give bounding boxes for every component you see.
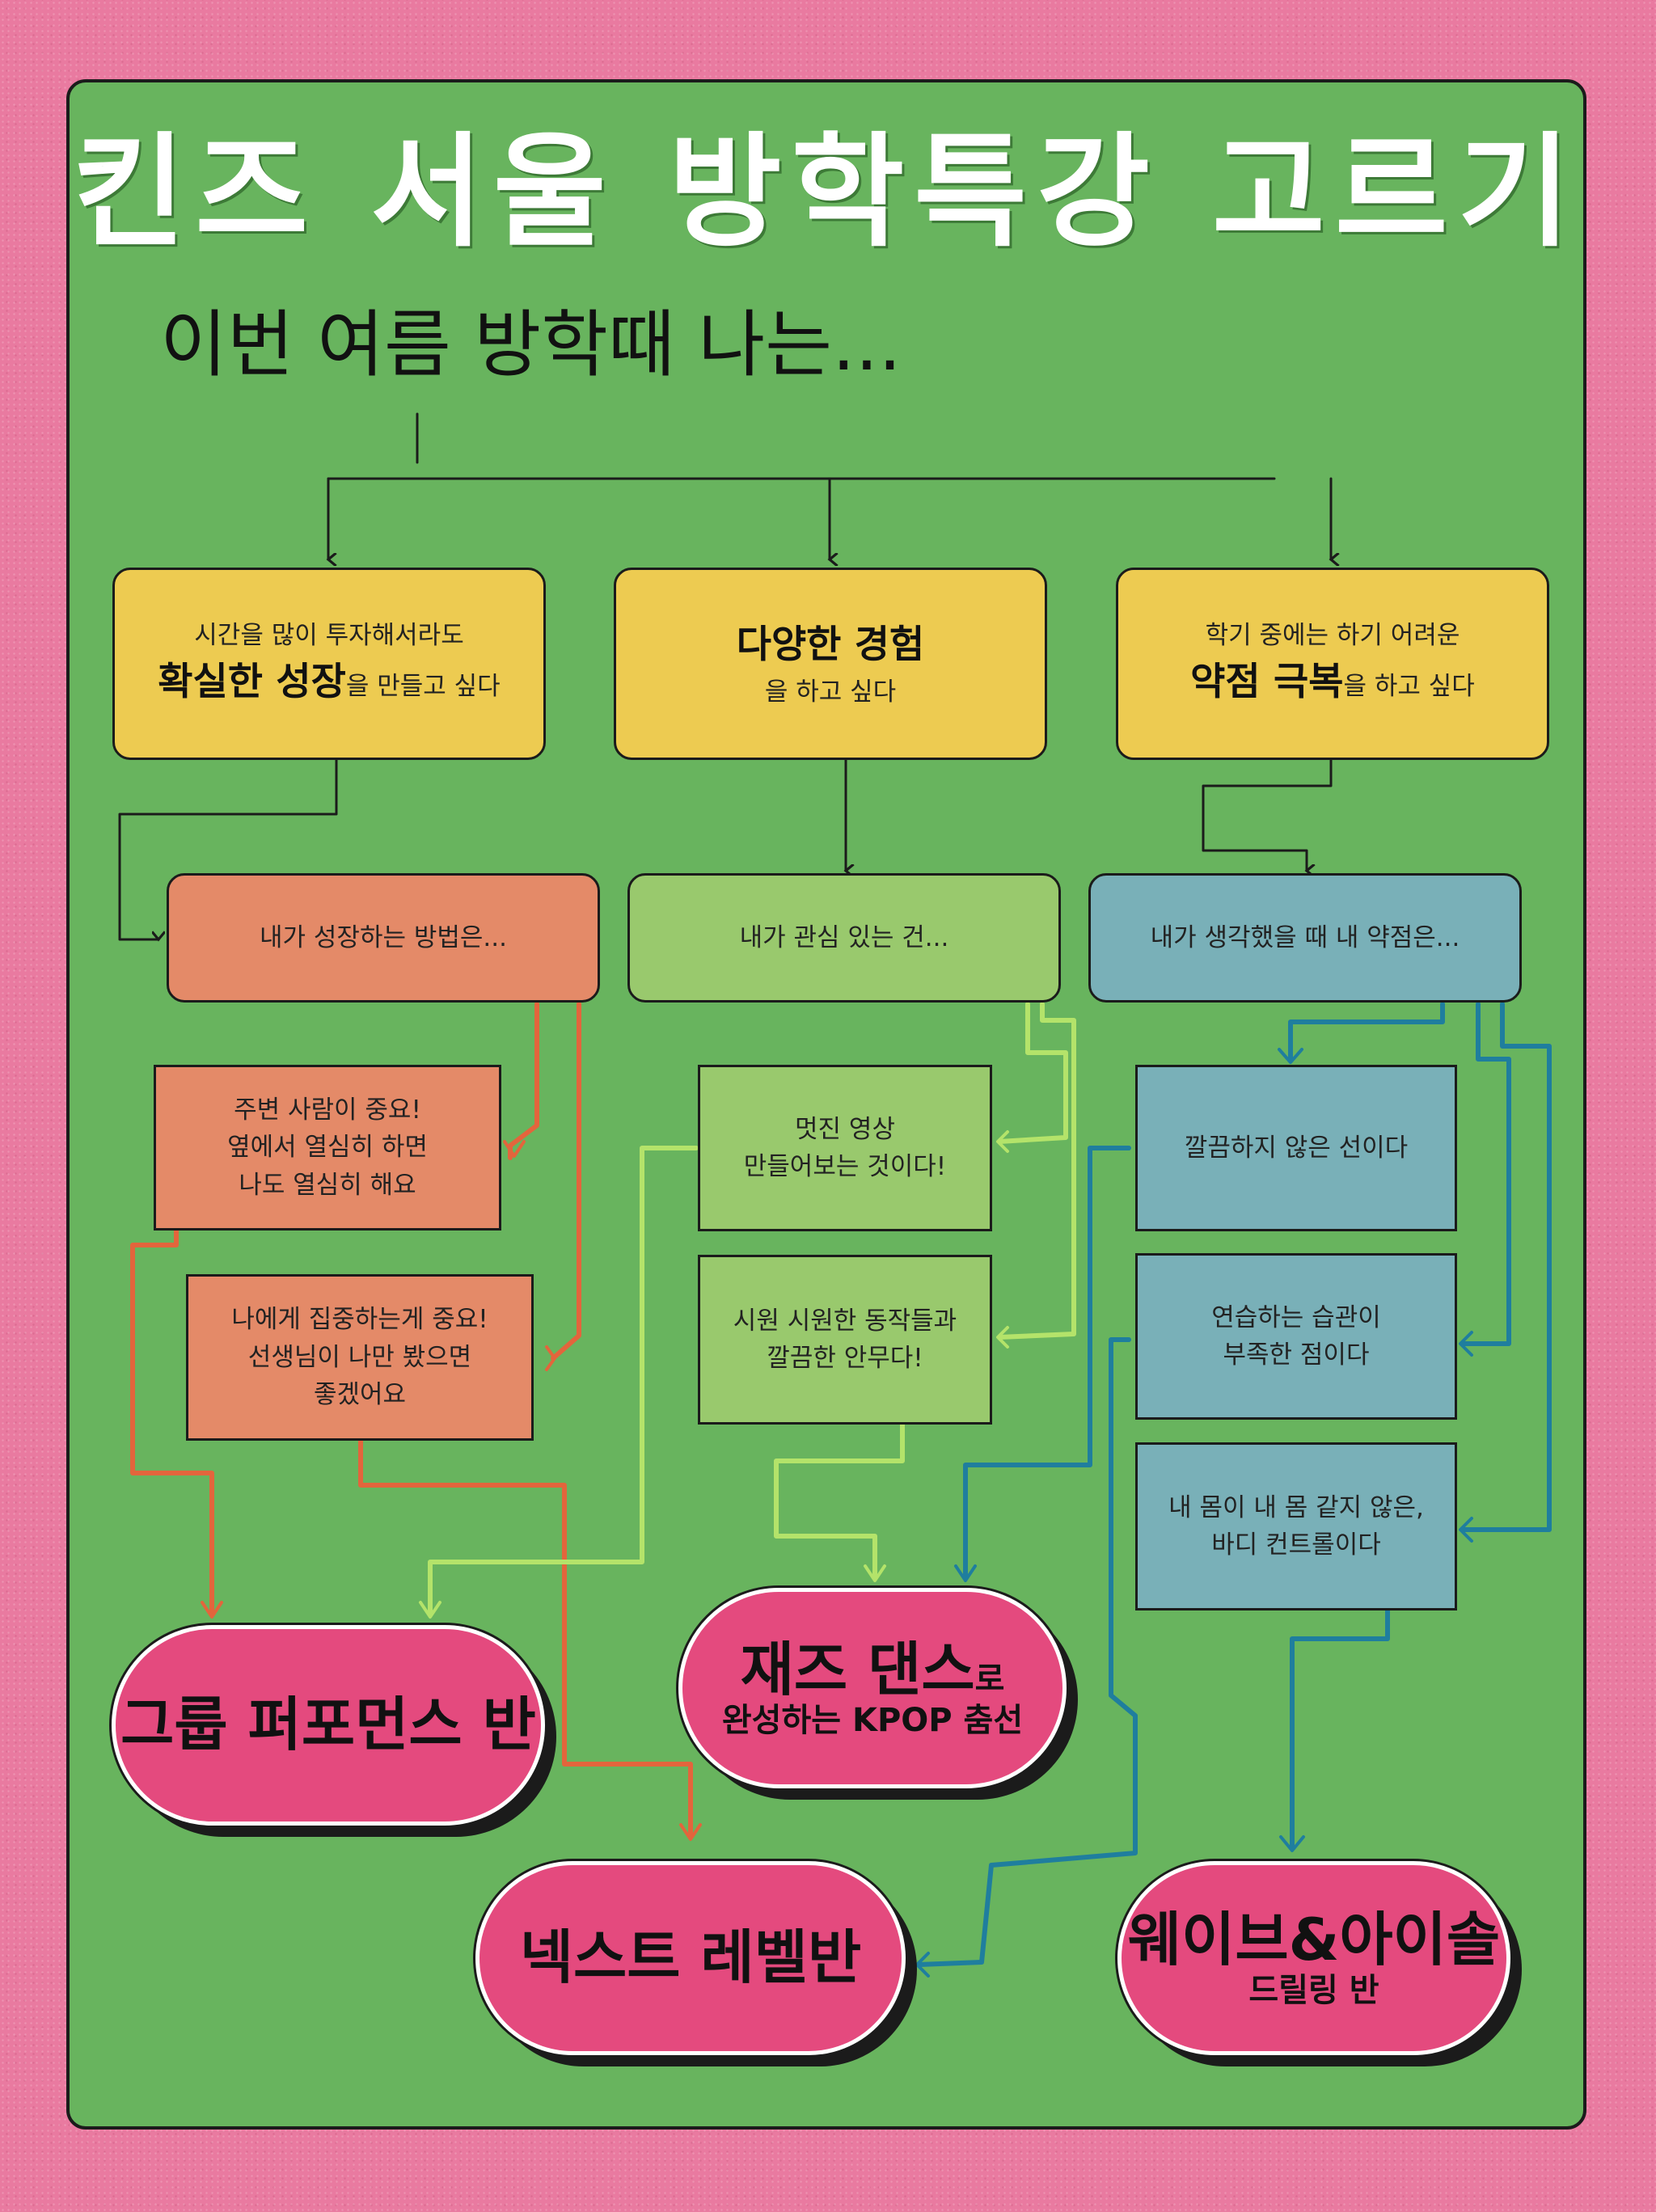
- option-weakness-habit: 연습하는 습관이 부족한 점이다: [1135, 1253, 1457, 1420]
- class-group-label: 그룹 퍼포먼스 반: [120, 1691, 536, 1759]
- option-text: 멋진 영상: [795, 1114, 895, 1144]
- question-interest: 내가 관심 있는 건...: [627, 873, 1061, 1003]
- question-weakness-text: 내가 생각했을 때 내 약점은...: [1150, 922, 1460, 952]
- flowchart-panel: 킨즈 서울 방학특강 고르기 이번 여름 방학때 나는...: [66, 79, 1586, 2130]
- option-text: 시원 시원한 동작들과: [733, 1306, 957, 1336]
- option-weakness-control: 내 몸이 내 몸 같지 않은, 바디 컨트롤이다: [1135, 1442, 1457, 1610]
- option-growth-focus: 나에게 집중하는게 중요! 선생님이 나만 봤으면 좋겠어요: [186, 1274, 534, 1441]
- goal-growth-strong: 확실한 성장: [158, 660, 346, 704]
- arrows-green: [419, 1002, 1076, 1619]
- goal-box-growth: 시간을 많이 투자해서라도 확실한 성장을 만들고 싶다: [112, 568, 546, 760]
- option-text: 선생님이 나만 봤으면: [247, 1342, 472, 1372]
- option-text: 나도 열심히 해요: [239, 1170, 416, 1200]
- class-jazz-dance[interactable]: 재즈 댄스로 완성하는 KPOP 춤선: [678, 1588, 1067, 1788]
- arrows-blue: [915, 1002, 1552, 1978]
- class-jazz-main: 재즈 댄스: [740, 1636, 975, 1704]
- option-text: 주변 사람이 중요!: [234, 1095, 421, 1125]
- class-jazz-sub: 완성하는 KPOP 춤선: [721, 1701, 1024, 1739]
- class-next-level[interactable]: 넥스트 레벨반: [475, 1861, 906, 2055]
- goal-experience-rest: 을 하고 싶다: [764, 678, 897, 707]
- option-text: 나에게 집중하는게 중요!: [231, 1305, 488, 1335]
- question-weakness: 내가 생각했을 때 내 약점은...: [1088, 873, 1522, 1003]
- option-text: 옆에서 열심히 하면: [227, 1133, 428, 1163]
- option-text: 만들어보는 것이다!: [743, 1152, 947, 1181]
- goal-box-weakness: 학기 중에는 하기 어려운 약점 극복을 하고 싶다: [1116, 568, 1549, 760]
- goal-weakness-line1: 학기 중에는 하기 어려운: [1205, 620, 1460, 650]
- option-text: 깔끔한 안무다!: [767, 1344, 923, 1373]
- question-growth: 내가 성장하는 방법은...: [167, 873, 600, 1003]
- option-text: 부족한 점이다: [1223, 1340, 1370, 1370]
- option-text: 깔끔하지 않은 선이다: [1184, 1133, 1409, 1163]
- class-wave-isolation[interactable]: 웨이브&아이솔 드릴링 반: [1117, 1861, 1510, 2055]
- class-group-performance[interactable]: 그룹 퍼포먼스 반: [112, 1625, 545, 1826]
- class-next-label: 넥스트 레벨반: [519, 1923, 862, 1992]
- question-growth-text: 내가 성장하는 방법은...: [260, 922, 507, 952]
- arrows-black: [118, 412, 1331, 939]
- option-interest-video: 멋진 영상 만들어보는 것이다!: [698, 1065, 992, 1231]
- goal-weakness-strong: 약점 극복: [1190, 660, 1344, 704]
- subtitle: 이번 여름 방학때 나는...: [160, 302, 902, 387]
- class-wave-main: 웨이브&아이솔: [1127, 1906, 1501, 1974]
- class-wave-sub: 드릴링 반: [1248, 1971, 1379, 2009]
- option-growth-peers: 주변 사람이 중요! 옆에서 열심히 하면 나도 열심히 해요: [154, 1065, 501, 1231]
- goal-experience-strong: 다양한 경험: [736, 622, 925, 667]
- goal-box-experience: 다양한 경험 을 하고 싶다: [614, 568, 1047, 760]
- page-title: 킨즈 서울 방학특강 고르기: [72, 120, 1581, 264]
- option-text: 내 몸이 내 몸 같지 않은,: [1168, 1492, 1424, 1522]
- option-weakness-lines: 깔끔하지 않은 선이다: [1135, 1065, 1457, 1231]
- goal-growth-rest: 을 만들고 싶다: [345, 672, 501, 701]
- option-text: 연습하는 습관이: [1211, 1302, 1381, 1332]
- connector-arrows: [118, 412, 1552, 1978]
- option-text: 좋겠어요: [313, 1380, 407, 1410]
- option-interest-moves: 시원 시원한 동작들과 깔끔한 안무다!: [698, 1255, 992, 1425]
- goal-growth-line1: 시간을 많이 투자해서라도: [194, 620, 464, 650]
- class-jazz-suffix: 로: [974, 1661, 1005, 1699]
- option-text: 바디 컨트롤이다: [1211, 1530, 1381, 1560]
- arrows-orange: [130, 1002, 702, 1841]
- goal-weakness-rest: 을 하고 싶다: [1343, 672, 1475, 701]
- question-interest-text: 내가 관심 있는 건...: [739, 922, 949, 952]
